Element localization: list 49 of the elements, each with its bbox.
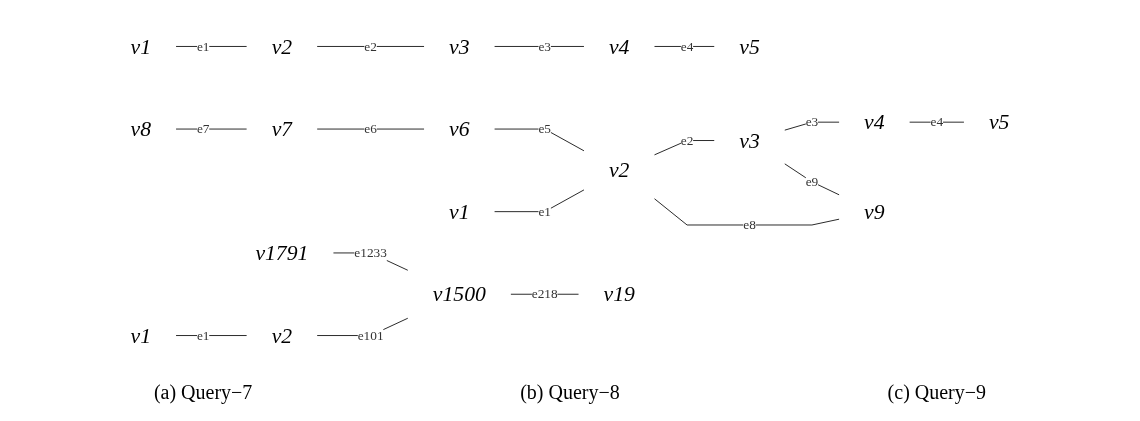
- node-text: v5: [988, 109, 1010, 134]
- node-text: v1: [130, 33, 152, 59]
- node-text: v8: [130, 116, 152, 141]
- node-text: v6: [449, 116, 470, 141]
- edge-label: e5: [538, 121, 551, 136]
- edge-label: e7: [196, 121, 210, 136]
- edge-label: e101: [357, 327, 384, 342]
- node-text: v2: [608, 157, 630, 182]
- node-text: v4: [608, 33, 630, 59]
- caption: (a) Query−7: [153, 381, 253, 406]
- node-text: v7: [271, 116, 293, 141]
- node-text: v1500: [432, 281, 486, 306]
- edge-label: e9: [805, 173, 819, 188]
- node-text: v1: [449, 199, 470, 224]
- caption: (c) Query−9: [887, 381, 987, 406]
- connector: [316, 45, 425, 47]
- connector: [784, 162, 840, 195]
- node-text: v3: [449, 33, 470, 59]
- edge-label: e1: [196, 38, 210, 53]
- connector: [494, 128, 585, 151]
- connector: [175, 334, 248, 336]
- connector: [494, 188, 585, 212]
- edge-label: e1: [196, 327, 210, 342]
- connector: [654, 139, 715, 155]
- connector: [654, 197, 840, 225]
- edge-label: e218: [531, 286, 558, 301]
- node-text: v19: [603, 281, 635, 306]
- edge-label: e4: [680, 38, 694, 53]
- connector: [654, 45, 715, 47]
- edge-label: e8: [743, 216, 756, 232]
- edge-label: e2: [364, 38, 377, 53]
- edge-label: e1233: [354, 244, 387, 260]
- edge-label: e4: [930, 114, 944, 129]
- edge-label: e6: [364, 121, 377, 136]
- caption: (b) Query−8: [520, 381, 620, 406]
- node-text: v2: [271, 33, 293, 59]
- node-text: v4: [864, 109, 885, 134]
- edge-label: e1: [538, 203, 551, 218]
- node-text: v2: [271, 322, 293, 348]
- node-text: v1791: [255, 240, 309, 265]
- edge-label: e3: [538, 38, 551, 53]
- edge-label: e2: [680, 132, 694, 147]
- connector: [494, 45, 585, 47]
- node-text: v9: [864, 199, 885, 224]
- node-text: v5: [739, 33, 760, 59]
- connector: [175, 45, 248, 47]
- node-text: v3: [739, 127, 760, 153]
- edge-label: e3: [805, 114, 819, 129]
- node-text: v1: [130, 322, 152, 348]
